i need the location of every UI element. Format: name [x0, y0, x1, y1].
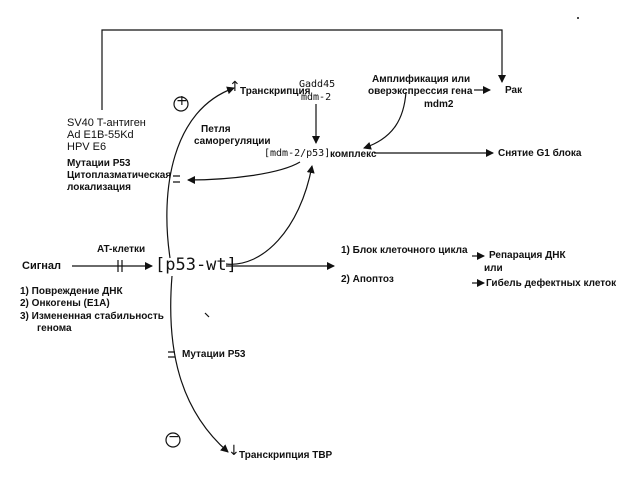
cytoplasmic-line2: локализация: [67, 182, 131, 193]
negative-regulation-circle: [165, 432, 181, 448]
block-mark-signal: [117, 260, 123, 272]
stability-line2: генома: [37, 323, 72, 334]
viral-ad: Ad E1B-55Kd: [67, 129, 134, 141]
cancer-label: Рак: [505, 85, 523, 96]
mdm2-gene-label: mdm2: [424, 99, 454, 110]
transcription-label: Транскрипция: [240, 86, 311, 97]
plus-sign: +: [176, 93, 188, 109]
arrow-complex-to-cytoplasm: [187, 161, 301, 184]
gadd45-label: Gadd45: [299, 79, 336, 90]
feedback-line-to-cancer: [101, 29, 506, 110]
block-mark-mutations: [168, 351, 175, 358]
cell-cycle-block-label: 1) Блок клеточного цикла: [341, 245, 468, 256]
mutations-p53-top: Мутации P53: [67, 158, 131, 169]
signal-label: Сигнал: [22, 260, 62, 272]
cytoplasmic-line1: Цитоплазматическая: [67, 170, 172, 181]
viral-sv40: SV40 T-антиген: [67, 117, 146, 129]
viral-hpv: HPV E6: [67, 141, 107, 153]
curve-p53-to-complex: [225, 165, 315, 265]
oncogenes-label: 2) Онкогены (E1A): [20, 298, 110, 309]
amplification-line1: Амплификация или: [372, 74, 471, 85]
complex-word-label: комплекс: [330, 149, 377, 160]
stability-line1: 3) Измененная стабильность: [20, 311, 164, 322]
at-cells-label: AT-клетки: [97, 244, 146, 255]
amplification-line2: оверэкспрессия гена: [368, 86, 473, 97]
dna-repair-label: Репарация ДНК: [489, 250, 566, 261]
mdm2-label: mdm-2: [301, 92, 332, 103]
up-arrow-icon: ↑: [229, 79, 241, 95]
dash-mark: [204, 312, 210, 318]
defective-death-label: Гибель дефектных клеток: [486, 278, 617, 289]
curve-p53-to-tbp: [170, 275, 229, 453]
complex-bracket-label: [mdm-2/p53]: [264, 148, 331, 159]
curve-p53-to-transcription: [166, 86, 235, 259]
loop-label-line1: Петля: [201, 124, 231, 135]
minus-sign: −: [168, 429, 180, 445]
or-label: или: [484, 263, 503, 274]
p53-wt-label: [p53-wt]: [155, 255, 237, 275]
speck-dot: [577, 17, 579, 19]
apoptosis-label: 2) Апоптоз: [341, 274, 394, 285]
arrow-amplification-to-complex: [363, 91, 407, 150]
down-arrow-icon: ↓: [228, 443, 240, 459]
g1-release-label: Снятие G1 блока: [498, 148, 582, 159]
block-mark-cytoplasm: [173, 175, 180, 183]
transcription-tbp-label: Транскрипция ТВР: [239, 450, 333, 461]
mutations-p53-bottom: Мутации P53: [182, 349, 246, 360]
positive-regulation-circle: [173, 96, 189, 112]
dna-damage-label: 1) Повреждение ДНК: [20, 286, 123, 297]
loop-label-line2: саморегуляции: [194, 136, 271, 147]
